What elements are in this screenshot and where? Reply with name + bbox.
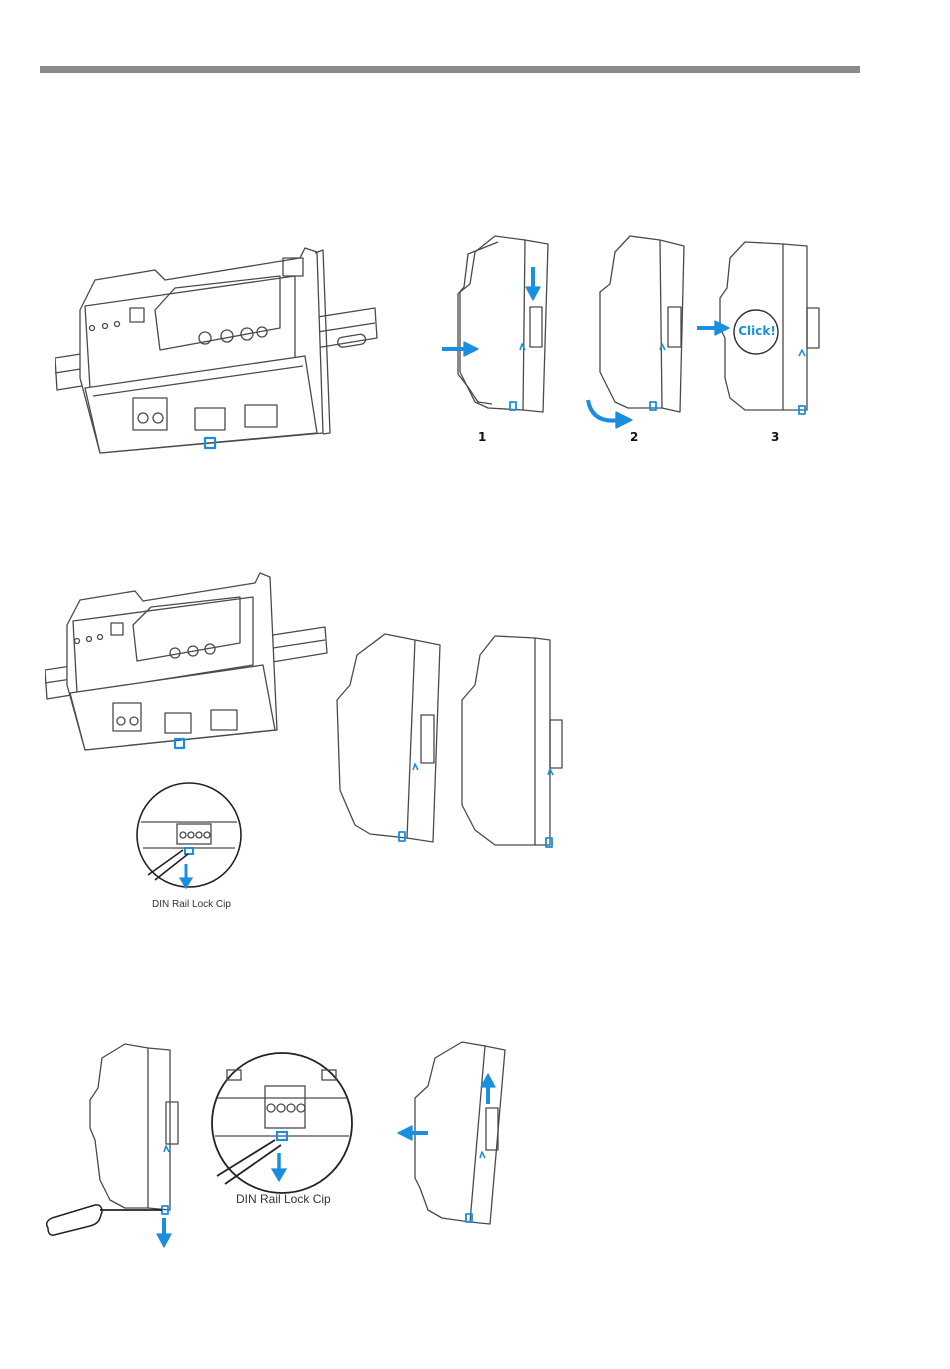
lock-clip-caption-1: DIN Rail Lock Cip <box>152 899 231 910</box>
click-label: Click! <box>737 324 777 338</box>
side-view-screwdriver <box>40 1040 190 1250</box>
screwdriver-icon <box>47 1205 162 1235</box>
side-view-step-1 <box>440 232 550 417</box>
side-view-removal-tilted <box>315 630 445 845</box>
step-number-3: 3 <box>771 430 779 444</box>
side-view-step-2 <box>580 232 695 432</box>
device-iso-removal-figure <box>45 565 330 755</box>
step-number-1: 1 <box>478 430 486 444</box>
lock-clip-detail-circle-1 <box>133 780 248 900</box>
side-view-removal-vertical <box>450 630 570 850</box>
step-number-2: 2 <box>630 430 638 444</box>
side-view-lift-off <box>390 1038 515 1228</box>
lock-clip-caption-2: DIN Rail Lock Cip <box>236 1192 331 1206</box>
lock-clip-detail-circle-2 <box>207 1048 357 1198</box>
header-rule <box>40 66 860 73</box>
device-iso-mounting-figure <box>55 238 385 463</box>
